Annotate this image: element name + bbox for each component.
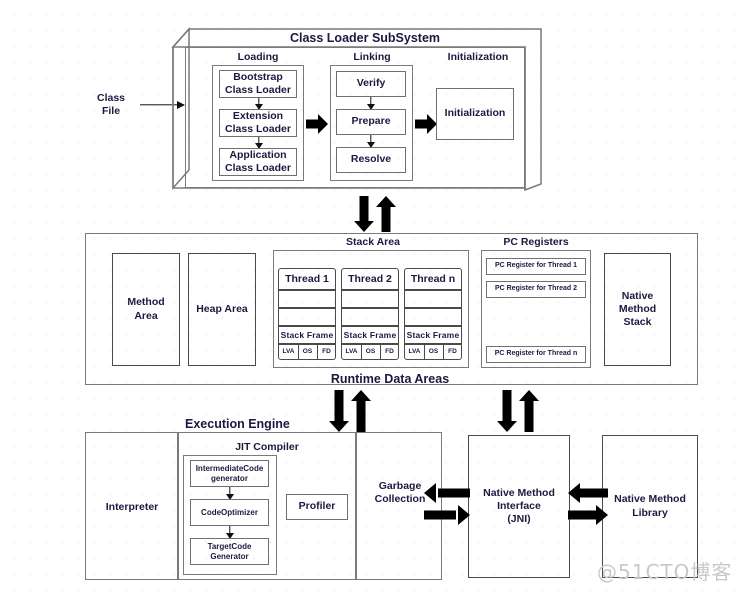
- interpreter-label: Interpreter: [105, 501, 159, 513]
- thread-1-cell-fd: FD: [322, 348, 331, 355]
- intermediate-code-generator-box: IntermediateCode generator: [190, 460, 269, 487]
- linking-connector-1: [366, 97, 376, 110]
- pc-register-thread-1-box: PC Register for Thread 1: [486, 258, 586, 275]
- runtime-to-execution-arrow: [329, 390, 349, 432]
- class-loader-inner-panel: [185, 47, 525, 188]
- thread-1-box: [278, 268, 336, 360]
- linking-section-title: Linking: [353, 51, 391, 63]
- thread-2-divider-1: [341, 289, 399, 291]
- application-class-loader-box: Application Class Loader: [219, 148, 297, 176]
- loading-section-box: [212, 65, 304, 181]
- watermark: @51CTO博客: [597, 560, 733, 584]
- thread-2-cell-fd: FD: [385, 348, 394, 355]
- runtime-data-areas-box: [85, 233, 698, 385]
- thread-2-cell-sep-2: [380, 344, 382, 359]
- execution-engine-title: Execution Engine: [185, 417, 290, 431]
- jni-to-library-arrow: [568, 505, 608, 525]
- thread-n-divider-1: [404, 289, 462, 291]
- thread-1-stack-frame-label: Stack Frame: [280, 330, 334, 340]
- thread-n-cell-sep-2: [443, 344, 445, 359]
- stack-area-title: Stack Area: [346, 236, 400, 248]
- thread-2-divider-4: [341, 343, 399, 345]
- thread-1-cell-lva: LVA: [282, 348, 295, 355]
- thread-2-box: [341, 268, 399, 360]
- loading-to-linking-arrow: [306, 114, 328, 134]
- linking-connector-2: [366, 135, 376, 148]
- thread-n-box: [404, 268, 462, 360]
- pc-registers-title: PC Registers: [503, 236, 569, 248]
- thread-n-stack-frame-label: Stack Frame: [406, 330, 460, 340]
- verify-box: Verify: [336, 71, 406, 97]
- pc-register-thread-n-box: PC Register for Thread n: [486, 346, 586, 363]
- thread-2-divider-2: [341, 307, 399, 309]
- thread-2-cell-lva: LVA: [345, 348, 358, 355]
- thread-2-divider-3: [341, 325, 399, 327]
- thread-2-cell-sep-1: [361, 344, 363, 359]
- gc-to-jni-arrow: [424, 505, 470, 525]
- thread-n-name: Thread n: [410, 273, 456, 285]
- native-method-stack-box: Native Method Stack: [604, 253, 671, 366]
- target-code-generator-box: TargetCode Generator: [190, 538, 269, 565]
- thread-n-cell-sep-1: [424, 344, 426, 359]
- library-to-jni-arrow: [568, 483, 608, 503]
- thread-n-cell-os: OS: [428, 348, 439, 355]
- extension-class-loader-box: Extension Class Loader: [219, 109, 297, 137]
- prepare-box: Prepare: [336, 109, 406, 135]
- runtime-to-classloader-arrow: [376, 196, 396, 232]
- thread-2-cell-os: OS: [365, 348, 376, 355]
- jit-connector-1: [225, 487, 235, 500]
- thread-n-divider-4: [404, 343, 462, 345]
- loading-section-title: Loading: [237, 51, 279, 63]
- loading-connector-1: [254, 98, 264, 110]
- native-method-library-box: Native Method Library: [602, 435, 698, 578]
- heap-area-box: Heap Area: [188, 253, 256, 366]
- jni-to-gc-arrow: [424, 483, 470, 503]
- resolve-box: Resolve: [336, 147, 406, 173]
- class-file-arrow: [140, 99, 185, 110]
- native-method-interface-box: Native Method Interface (JNI): [468, 435, 570, 578]
- jit-compiler-title: JIT Compiler: [235, 441, 299, 453]
- classloader-to-runtime-arrow: [354, 196, 374, 232]
- thread-1-divider-4: [278, 343, 336, 345]
- execution-engine-box: [85, 432, 442, 580]
- thread-1-name: Thread 1: [285, 273, 329, 285]
- jni-to-runtime-arrow: [519, 390, 539, 432]
- jit-compiler-box: [183, 455, 277, 575]
- thread-1-divider-3: [278, 325, 336, 327]
- initialization-box: Initialization: [436, 88, 514, 140]
- thread-2-stack-frame-label: Stack Frame: [343, 330, 397, 340]
- thread-1-cell-sep-2: [317, 344, 319, 359]
- thread-2-name: Thread 2: [348, 273, 392, 285]
- runtime-data-areas-title: Runtime Data Areas: [330, 372, 450, 386]
- thread-n-divider-2: [404, 307, 462, 309]
- stack-area-box: [273, 250, 469, 368]
- linking-to-initialization-arrow: [415, 114, 437, 134]
- execution-engine-divider-2: [355, 432, 357, 580]
- code-optimizer-box: CodeOptimizer: [190, 499, 269, 526]
- class-file-label: Class File: [96, 92, 126, 118]
- linking-section-box: [330, 65, 413, 181]
- garbage-collection-label: Garbage Collection: [374, 480, 426, 506]
- jit-connector-2: [225, 526, 235, 539]
- bootstrap-class-loader-box: Bootstrap Class Loader: [219, 70, 297, 98]
- execution-to-runtime-arrow: [351, 390, 371, 432]
- loading-connector-2: [254, 137, 264, 149]
- thread-n-cell-fd: FD: [448, 348, 457, 355]
- thread-n-divider-3: [404, 325, 462, 327]
- runtime-to-jni-arrow: [497, 390, 517, 432]
- initialization-section-title: Initialization: [447, 51, 509, 63]
- pc-register-thread-2-box: PC Register for Thread 2: [486, 281, 586, 298]
- class-loader-subsystem-title: Class Loader SubSystem: [289, 31, 441, 45]
- thread-1-divider-2: [278, 307, 336, 309]
- profiler-box: Profiler: [286, 494, 348, 520]
- thread-n-cell-lva: LVA: [408, 348, 421, 355]
- method-area-box: Method Area: [112, 253, 180, 366]
- thread-1-cell-sep-1: [298, 344, 300, 359]
- thread-1-divider-1: [278, 289, 336, 291]
- pc-registers-box: [481, 250, 591, 368]
- thread-1-cell-os: OS: [302, 348, 313, 355]
- execution-engine-divider-1: [177, 432, 179, 580]
